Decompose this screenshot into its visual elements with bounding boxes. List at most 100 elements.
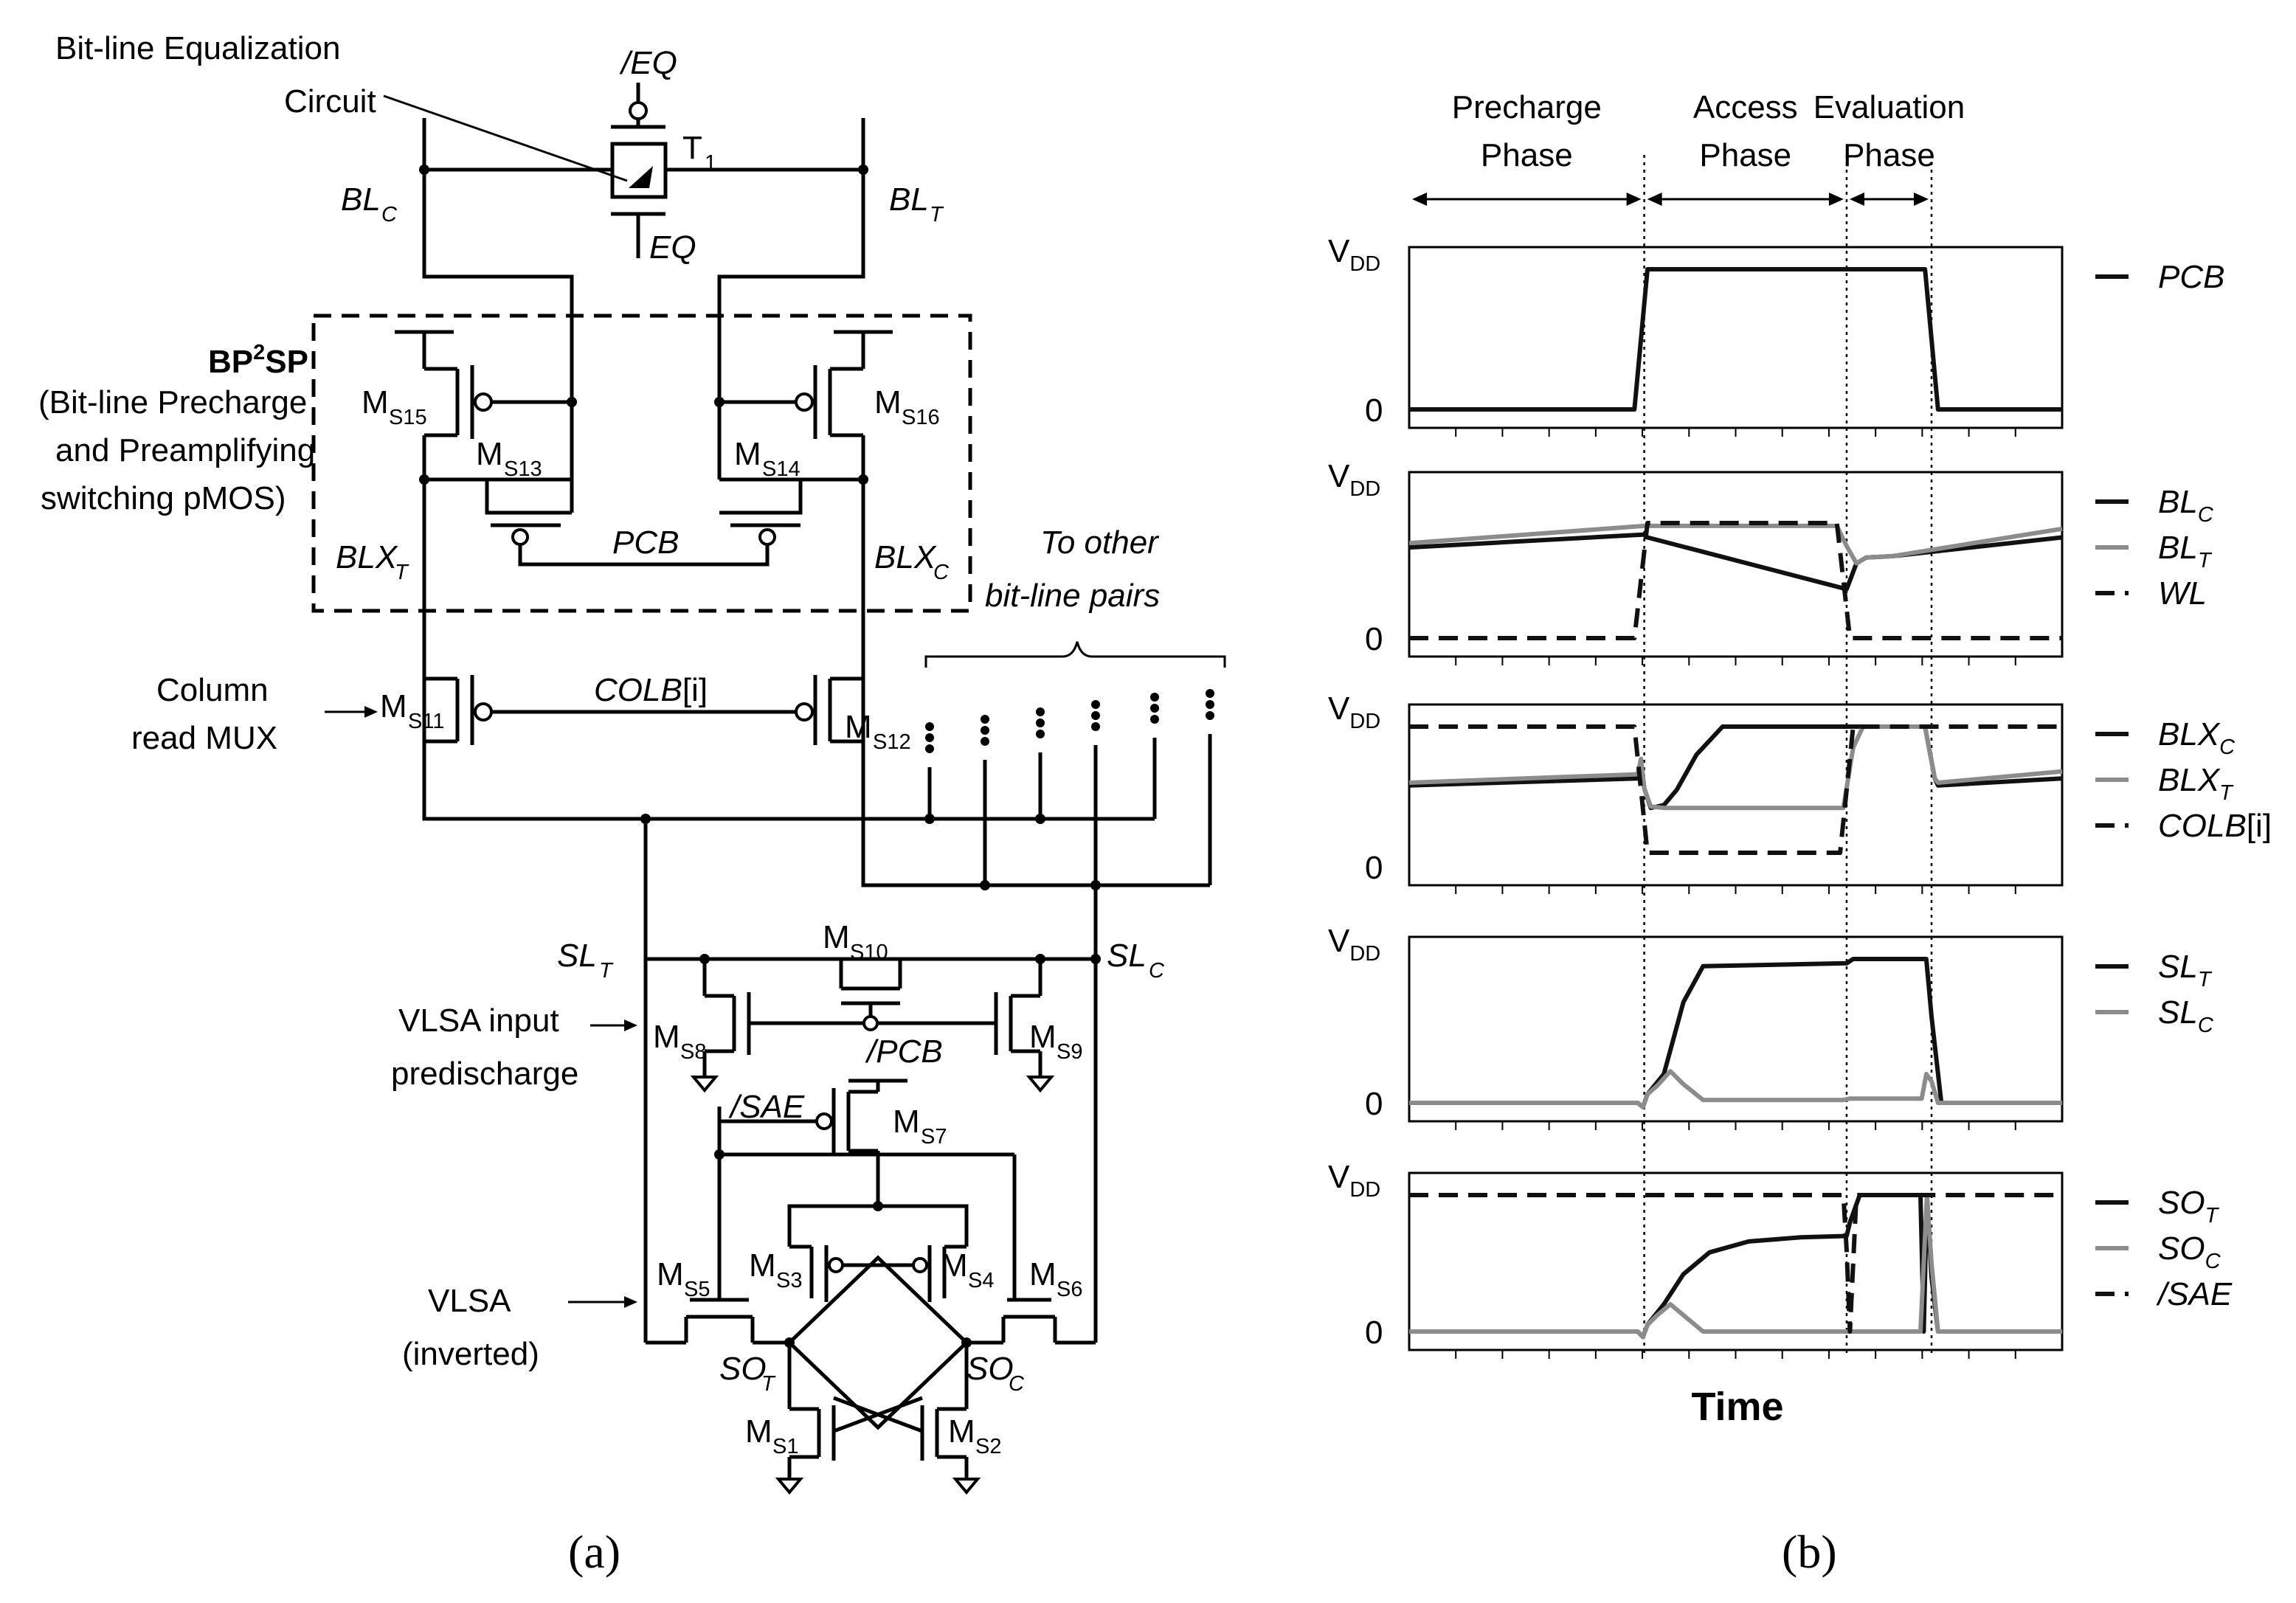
latch-top-wire [787, 1204, 969, 1247]
legend-label: SOC [2158, 1230, 2221, 1273]
panel-frame [1408, 1171, 2064, 1351]
ellipsis-dot [1036, 707, 1045, 716]
phase-label-line2: Phase [1843, 137, 1935, 173]
panel-frame [1408, 246, 2064, 429]
circuit-schematic: Bit-line Equalization Circuit /EQ T 1 EQ… [38, 30, 1226, 1578]
blxc-label: BLX [874, 539, 937, 575]
phase-arrowhead-icon [1828, 193, 1844, 206]
y-tick-vdd: VDD [1328, 690, 1380, 733]
legend-label: SLT [2158, 949, 2213, 991]
eq-label: EQ [649, 229, 696, 266]
ms11-label-sub: S11 [408, 710, 444, 733]
ms13-channel [485, 479, 561, 515]
ellipsis-dot [1091, 722, 1100, 731]
other-pairs-line2: bit-line pairs [985, 578, 1160, 614]
node-dot [858, 165, 868, 175]
y-tick-zero: 0 [1365, 621, 1383, 657]
ms16-label: M [874, 384, 902, 420]
ms12-label: M [845, 709, 872, 745]
col-mux-line1: Column [156, 672, 269, 708]
phase-label-line2: Phase [1481, 137, 1573, 173]
series-line [1408, 523, 2063, 566]
node-dot [980, 880, 990, 890]
y-tick-vdd: VDD [1328, 923, 1380, 966]
bitline-stub [1091, 700, 1100, 885]
bp2sp-desc-line1: (Bit-line Precharge [38, 384, 307, 420]
legend-label: WL [2158, 575, 2207, 612]
phase-label-line1: Evaluation [1813, 89, 1965, 125]
ellipsis-dot [981, 737, 989, 746]
legend-label: PCB [2158, 259, 2224, 295]
series-line [1409, 1193, 2062, 1340]
ms15-bubble [474, 392, 493, 412]
phase-label-line2: Phase [1699, 137, 1791, 173]
y-tick-vdd: VDD [1328, 458, 1380, 501]
caption-a: (a) [568, 1526, 620, 1578]
bitline-stub [1035, 707, 1045, 824]
legend-label: /SAE [2156, 1276, 2233, 1312]
series-line [1409, 521, 2062, 640]
y-tick-vdd: VDD [1328, 1159, 1380, 1202]
chart-x-label: Time [1691, 1385, 1783, 1429]
bitline-stub [924, 722, 935, 824]
vlsa-line1: VLSA [428, 1283, 511, 1319]
ms3-label-sub: S3 [776, 1269, 802, 1292]
y-tick-zero: 0 [1365, 850, 1383, 886]
ms14-label: M [734, 436, 761, 472]
ellipsis-dot [1150, 704, 1159, 713]
ms4-label-sub: S4 [968, 1269, 994, 1292]
bp2sp-box [311, 314, 972, 613]
phase-label-line1: Precharge [1452, 89, 1602, 125]
slt-label-sub: T [599, 959, 614, 983]
ms16-label-sub: S16 [902, 406, 940, 429]
eq-circuit-label-line1: Bit-line Equalization [55, 30, 340, 66]
other-pairs-line1: To other [1040, 524, 1160, 561]
colb-label: COLB[i] [594, 672, 708, 708]
legend-label: COLB[i] [2158, 808, 2272, 844]
ms13-label-sub: S13 [504, 457, 542, 481]
series-line [1408, 724, 2063, 811]
ms8-label: M [653, 1019, 680, 1055]
ms16-bubble [795, 392, 814, 412]
t1-transistor [610, 142, 668, 199]
node-dot [419, 474, 429, 485]
ms1-ground-icon [775, 1478, 804, 1495]
ms13-bubble [511, 528, 529, 546]
blc-wire [422, 118, 574, 402]
slc-label: SL [1107, 938, 1147, 974]
bp2sp-desc-line3: switching pMOS) [41, 480, 286, 516]
ms14-channel [730, 479, 803, 515]
ms4-bubble [912, 1257, 928, 1273]
ms6-label-sub: S6 [1057, 1278, 1082, 1301]
ellipsis-dot [1150, 715, 1159, 724]
ms4-label: M [941, 1247, 968, 1284]
eq-label-leader [383, 94, 628, 182]
soc-label: SO [967, 1351, 1014, 1387]
ms14-label-sub: S14 [762, 457, 801, 481]
ms13-label: M [476, 436, 503, 472]
ms11-label: M [380, 688, 407, 724]
ms5-label-sub: S5 [684, 1278, 710, 1301]
ellipsis-dot [981, 726, 989, 735]
slc-label-sub: C [1149, 959, 1165, 983]
ms14-bubble [758, 528, 776, 546]
series-line [1409, 724, 2062, 855]
ms8-ground-icon [690, 1076, 719, 1093]
phase-label-line1: Access [1693, 89, 1798, 125]
ms3-label: M [749, 1247, 776, 1284]
vlsa-pre-line2: predischarge [391, 1056, 578, 1092]
blxt-label: BLX [336, 539, 398, 575]
blt-label: BL [889, 181, 929, 218]
ellipsis-dot [1036, 730, 1045, 738]
blxc-label-sub: C [933, 561, 950, 584]
ellipsis-dot [925, 733, 934, 742]
sae-bar-label: /SAE [728, 1089, 805, 1125]
bp2sp-desc-line2: and Preamplifying [55, 432, 315, 468]
y-tick-zero: 0 [1365, 1086, 1383, 1122]
ms9-ground-icon [1026, 1076, 1055, 1093]
other-bitline-stubs [924, 689, 1214, 890]
node-dot [858, 474, 868, 485]
